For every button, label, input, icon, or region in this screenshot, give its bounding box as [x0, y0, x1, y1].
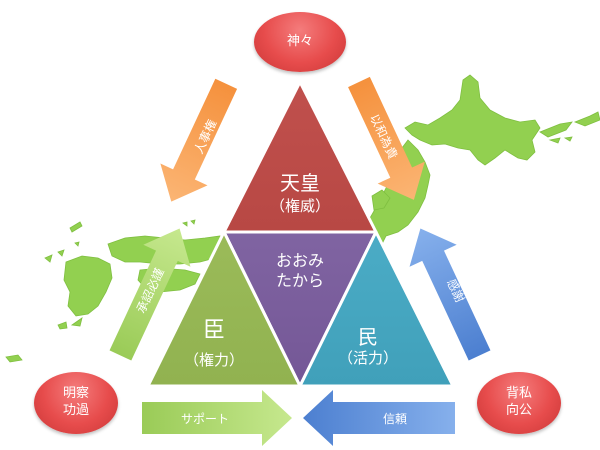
- minister-subtitle: （権力）: [183, 351, 244, 369]
- oval-insight: 明察 功過: [34, 372, 118, 434]
- public-subtitle: （活力）: [337, 349, 398, 367]
- arrow-right-up-shape: [409, 228, 491, 361]
- public-title: 民: [358, 325, 378, 349]
- people-center-line1: おおみ: [275, 251, 324, 270]
- arrow-trust-label: 信頼: [382, 412, 407, 426]
- emperor-subtitle: （権威）: [269, 197, 330, 215]
- arrow-bottom-right-shape: [303, 390, 455, 446]
- oval-gods: 神々: [254, 12, 346, 72]
- people-center-line2: たから: [275, 271, 324, 290]
- minister-title: 臣: [202, 318, 225, 343]
- arrow-top-left-shape: [160, 78, 238, 202]
- arrow-bottom-left-shape: [142, 390, 292, 446]
- pyramid: [146, 80, 455, 388]
- oval-public-service: 背私 向公: [477, 372, 561, 434]
- arrow-top-right-shape: [348, 76, 425, 200]
- arrow-support-label: サポート: [180, 412, 229, 426]
- arrow-left-up-shape: [109, 228, 191, 361]
- triangle-minister: [146, 230, 302, 388]
- oval-insight-label: 明察 功過: [62, 386, 89, 418]
- oval-gods-label: 神々: [286, 33, 313, 49]
- oval-public-service-label: 背私 向公: [505, 386, 532, 418]
- triangle-public: [298, 230, 455, 388]
- emperor-title: 天皇: [280, 171, 320, 195]
